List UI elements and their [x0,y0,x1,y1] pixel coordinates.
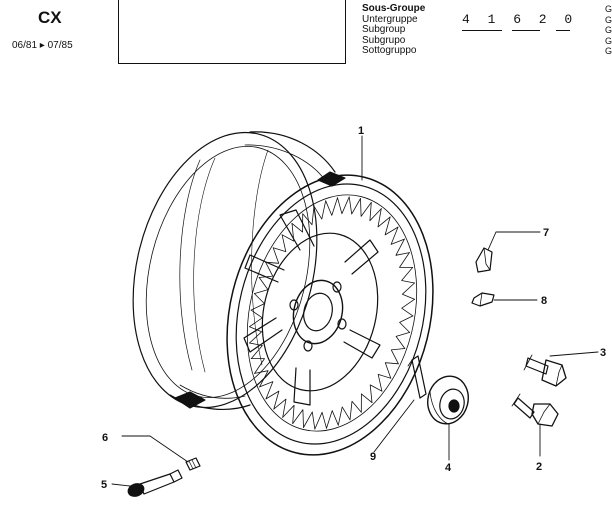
leader-3 [549,351,599,357]
spoke-tooth [369,384,383,403]
spoke-tooth [265,390,280,410]
label-fr: Sous-Groupe [362,3,426,14]
spoke-tooth [401,298,415,317]
spoke-tooth [303,411,316,430]
code-underline-1 [462,30,502,31]
spoke-tooth [348,196,361,215]
wheel-rim [132,131,434,456]
hub-bore [303,292,333,332]
callout-2: 2 [536,461,542,473]
rim-barrel-top [249,131,336,173]
spoke-tooth [390,226,405,245]
spoke-tooth [390,348,406,365]
spoke-tooth [377,374,392,392]
part-5-valve [127,469,183,497]
wheel-spoke-ring [249,196,415,430]
spoke-tooth [360,393,373,413]
rim-front-flange [226,174,434,456]
spoke-tooth [401,267,415,284]
part-2-bolt [511,393,559,427]
part-9-weight [407,355,427,399]
bolt-hole [303,340,313,352]
spoke-tooth [314,411,327,430]
spoke-tooth [250,358,265,374]
subgroup-code: 4 1 6 2 0 [462,12,578,27]
spoke-tooth [384,362,399,379]
label-de: Untergruppe [362,13,418,25]
label-es: Subgrupo [362,34,406,46]
spoke-tooth [292,409,304,428]
callout-7: 7 [543,227,549,239]
part-7-clip [475,247,493,273]
spoke-tooth [337,196,350,215]
callout-5: 5 [101,479,107,491]
spoke-tooth [291,213,304,233]
spoke-tooth [326,410,339,429]
spoke-tooth [272,234,287,252]
spoke-tooth [337,406,351,426]
spoke-tooth [384,216,399,236]
production-dates: 06/81 ▸ 07/85 [12,40,73,51]
spoke-tooth [249,342,263,359]
label-it: Sottogruppo [362,45,417,57]
spoke-tooth [395,332,410,349]
spoke-tooth [259,381,274,400]
spoke-tooth [369,202,382,222]
spoke-tooth [325,197,338,216]
code-underline-3 [556,30,570,31]
spoke-tooth [273,398,287,418]
spoke-tooth [302,205,315,226]
leader-5 [111,483,131,487]
leader-6 [121,435,189,463]
rim-front-lip [235,183,427,445]
leader-7 [487,231,541,251]
leader-lines [111,135,599,487]
model-name: CX [38,8,62,27]
callout-1: 1 [358,125,364,137]
spoke-tooth [313,200,327,220]
callout-8: 8 [541,295,547,307]
part-6-valve-cap [185,457,201,471]
spoke-tooth [282,404,295,424]
spoke-tooth [360,198,372,217]
callouts: 1 2 3 4 5 6 7 8 9 [101,125,606,491]
bolt-hole [332,281,342,293]
spoke-tooth [249,309,263,328]
hub [292,279,344,345]
leader-9 [373,399,415,453]
rim-back-edge [132,131,318,409]
part-4-washer [427,375,469,425]
title-frame [118,0,346,64]
code-underline-2 [512,30,540,31]
part-3-bolt [523,354,567,387]
wheel-center [243,209,381,406]
spoke-tooth [377,208,391,228]
subgroup-labels: Sous-Groupe Untergruppe Subgroup Subgrup… [362,3,426,57]
callout-9: 9 [370,451,376,463]
spoke-tooth [265,247,280,264]
callout-6: 6 [102,432,108,444]
callout-3: 3 [600,347,606,359]
label-en: Subgroup [362,24,406,36]
spoke-tooth [249,326,262,344]
callout-4: 4 [445,462,452,474]
bolt-hole [337,318,347,330]
spoke-tooth [399,315,414,333]
right-edge-text: G G G G G [605,4,612,57]
spoke-tooth [254,370,269,388]
bolt-hole [289,299,299,311]
part-8-block [471,292,495,307]
spoke-tooth [258,261,274,278]
spoke-tooth [349,400,362,421]
spoke-tooth [402,282,415,300]
spoke-tooth [399,252,414,268]
spoke-tooth [281,223,295,242]
spoke-tooth [395,238,410,256]
